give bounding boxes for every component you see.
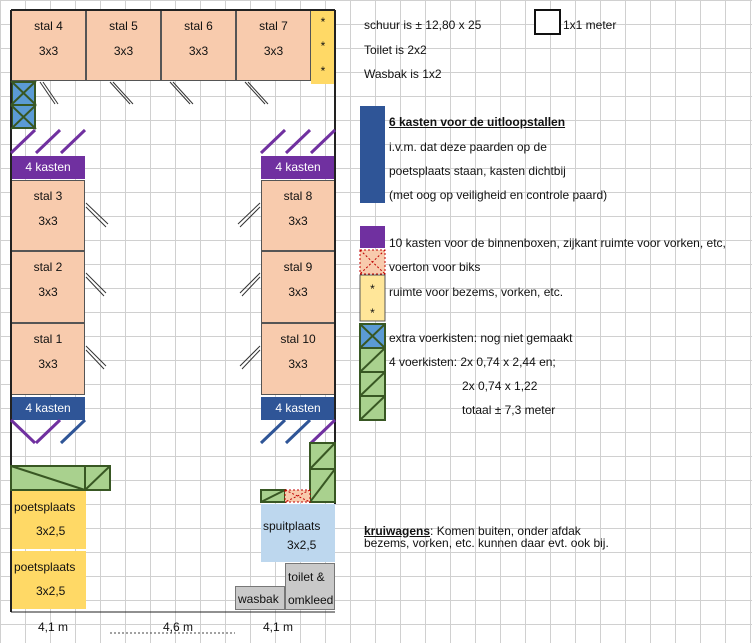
legend-ten-cabinets: 10 kasten voor de binnenboxen, zijkant r… bbox=[389, 236, 726, 250]
broom-storage-top: * * * bbox=[311, 10, 335, 84]
stal-name: stal 4 bbox=[34, 19, 63, 33]
room-name-line1: toilet & bbox=[288, 570, 325, 584]
stal-9: stal 9 3x3 bbox=[261, 251, 335, 323]
stal-name: stal 1 bbox=[33, 332, 63, 346]
stal-8: stal 8 3x3 bbox=[261, 180, 335, 251]
legend-broom-space: ruimte voor bezems, vorken, etc. bbox=[389, 285, 564, 299]
stal-3: stal 3 3x3 bbox=[11, 180, 85, 251]
room-name-line2: omkleed bbox=[288, 593, 334, 607]
stal-size: 3x3 bbox=[38, 44, 59, 58]
wasbak: wasbak bbox=[235, 586, 285, 610]
cabinets-bottom-left: 4 kasten bbox=[11, 397, 85, 420]
poetsplaats-2: poetsplaats 3x2,5 bbox=[11, 551, 86, 609]
stal-size: 3x3 bbox=[38, 357, 58, 371]
stal-size: 3x3 bbox=[288, 214, 308, 228]
poetsplaats-1: poetsplaats 3x2,5 bbox=[11, 491, 86, 549]
stal-size: 3x3 bbox=[113, 44, 134, 58]
note-toilet-size: Toilet is 2x2 bbox=[364, 43, 427, 57]
stal-2: stal 2 3x3 bbox=[11, 251, 85, 323]
room-size: 3x2,5 bbox=[36, 524, 66, 538]
stal-name: stal 9 bbox=[283, 260, 313, 274]
cabinets-top-right: 4 kasten bbox=[261, 156, 335, 179]
legend-feed-line1: 4 voerkisten: 2x 0,74 x 2,44 en; bbox=[389, 355, 556, 369]
stal-size: 3x3 bbox=[288, 285, 308, 299]
stal-name: stal 8 bbox=[283, 189, 313, 203]
room-size: 3x2,5 bbox=[287, 538, 317, 552]
stal-size: 3x3 bbox=[288, 357, 308, 371]
stal-10: stal 10 3x3 bbox=[261, 323, 335, 395]
stal-name: stal 5 bbox=[109, 19, 138, 33]
legend-feed-bin: voerton voor biks bbox=[389, 260, 481, 274]
legend-six-line3: (met oog op veiligheid en controle paard… bbox=[389, 188, 608, 202]
room-name: spuitplaats bbox=[263, 519, 321, 533]
cabinets-bottom-right: 4 kasten bbox=[261, 397, 335, 420]
note-sink-size: Wasbak is 1x2 bbox=[364, 67, 442, 81]
legend-six-cabinets-title: 6 kasten voor de uitloopstallen bbox=[389, 115, 566, 129]
stal-6: stal 6 3x3 bbox=[161, 10, 236, 81]
dimension-left: 4,1 m bbox=[38, 620, 69, 634]
legend-six-line1: i.v.m. dat deze paarden op de bbox=[389, 140, 547, 154]
stal-size: 3x3 bbox=[188, 44, 209, 58]
note-barn-size: schuur is ± 12,80 x 25 bbox=[364, 18, 482, 32]
wheelbarrows-label: kruiwagens bbox=[364, 524, 431, 538]
scale-label: 1x1 meter bbox=[563, 18, 617, 32]
stal-1: stal 1 3x3 bbox=[11, 323, 85, 395]
legend-six-line2: poetsplaats staan, kasten dichtbij bbox=[389, 164, 566, 178]
star-mark: * bbox=[320, 15, 326, 29]
dimension-middle: 4,6 m bbox=[163, 620, 194, 634]
room-name: poetsplaats bbox=[14, 560, 76, 574]
stal-name: stal 3 bbox=[33, 189, 63, 203]
star-mark: * bbox=[320, 39, 326, 53]
room-name: wasbak bbox=[238, 592, 279, 606]
legend-star: * bbox=[370, 282, 375, 296]
stal-size: 3x3 bbox=[263, 44, 284, 58]
spuitplaats: spuitplaats 3x2,5 bbox=[261, 504, 335, 562]
stal-size: 3x3 bbox=[38, 285, 58, 299]
stal-4: stal 4 3x3 bbox=[11, 10, 86, 81]
legend-feed-total: totaal ± 7,3 meter bbox=[462, 403, 556, 417]
wheelbarrows-note-line2: bezems, vorken, etc. kunnen daar evt. oo… bbox=[364, 536, 609, 550]
stal-name: stal 6 bbox=[184, 19, 213, 33]
stal-name: stal 2 bbox=[33, 260, 63, 274]
stal-name: stal 7 bbox=[259, 19, 288, 33]
room-name: poetsplaats bbox=[14, 500, 76, 514]
wheelbarrows-text: : Komen buiten, onder afdak bbox=[430, 524, 581, 538]
star-mark: * bbox=[320, 64, 326, 78]
room-size: 3x2,5 bbox=[36, 584, 66, 598]
cabinets-top-left: 4 kasten bbox=[11, 156, 85, 179]
legend-extra-feed: extra voerkisten: nog niet gemaakt bbox=[389, 331, 573, 345]
legend-star: * bbox=[370, 306, 375, 320]
wheelbarrows-note: kruiwagens: Komen buiten, onder afdak bbox=[364, 524, 581, 538]
stal-5: stal 5 3x3 bbox=[86, 10, 161, 81]
toilet: toilet & omkleed bbox=[285, 563, 335, 610]
legend-feed-line2: 2x 0,74 x 1,22 bbox=[462, 379, 538, 393]
dimension-right: 4,1 m bbox=[263, 620, 294, 634]
stal-size: 3x3 bbox=[38, 214, 58, 228]
stal-name: stal 10 bbox=[280, 332, 316, 346]
